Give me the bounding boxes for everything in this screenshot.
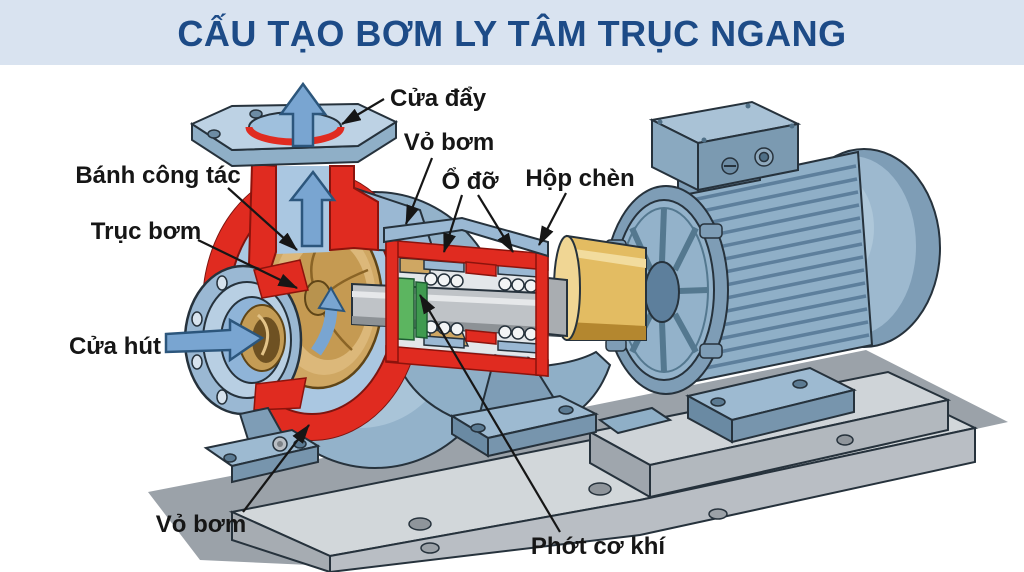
motor (597, 100, 941, 444)
suction-flow-arrow (164, 317, 265, 363)
label-banh-cong-tac: Bánh công tác (75, 162, 240, 189)
leader-cua-day (341, 98, 385, 125)
motor-drive-end-bell (603, 185, 729, 395)
leader-phot-co-khi (419, 294, 561, 533)
label-cua-day: Cửa đẩy (390, 85, 487, 112)
motor-front-foot (685, 366, 857, 444)
shaft-shoulder (547, 276, 568, 338)
title-banner: CẤU TẠO BƠM LY TÂM TRỤC NGANG (0, 0, 1024, 65)
label-vo-bom-top: Vỏ bơm (404, 129, 494, 156)
label-vo-bom-bottom: Vỏ bơm (156, 511, 246, 538)
leader-hop-chen (538, 192, 567, 246)
mechanical-seal (397, 277, 428, 341)
casing-foot (203, 406, 321, 484)
housing-cut-section (385, 239, 549, 377)
bearing-housing-foot (449, 348, 599, 458)
label-hop-chen: Hộp chèn (525, 165, 634, 192)
ball-bearing-left (423, 259, 465, 349)
discharge-flow-arrow (288, 169, 337, 248)
motor-rear-foot (597, 406, 673, 435)
leader-banh-cong-tac (227, 187, 298, 251)
leader-o-do-left (442, 194, 464, 254)
discharge-flow-arrow (278, 81, 328, 148)
housing-outer-shell (383, 216, 549, 258)
label-phot-co-khi: Phớt cơ khí (531, 533, 666, 560)
leader-lines (197, 98, 567, 533)
leader-o-do-right (477, 194, 514, 253)
label-o-do: Ổ đỡ (441, 167, 499, 195)
label-cua-hut: Cửa hút (69, 333, 161, 360)
leader-vo-bom-top (404, 157, 434, 226)
label-truc-bom: Trục bơm (91, 218, 201, 245)
labels: Cửa đẩy Vỏ bơm Ổ đỡ Hộp chèn Bánh công t… (69, 85, 666, 560)
leader-vo-bom-bottom (242, 424, 310, 513)
discharge-port (189, 81, 436, 300)
bearing-housing (351, 216, 568, 377)
motor-terminal-box (648, 100, 802, 198)
volute-flow-arrow (311, 286, 346, 356)
leader-truc-bom (197, 239, 298, 289)
diagram-title: CẤU TẠO BƠM LY TÂM TRỤC NGANG (177, 12, 846, 54)
